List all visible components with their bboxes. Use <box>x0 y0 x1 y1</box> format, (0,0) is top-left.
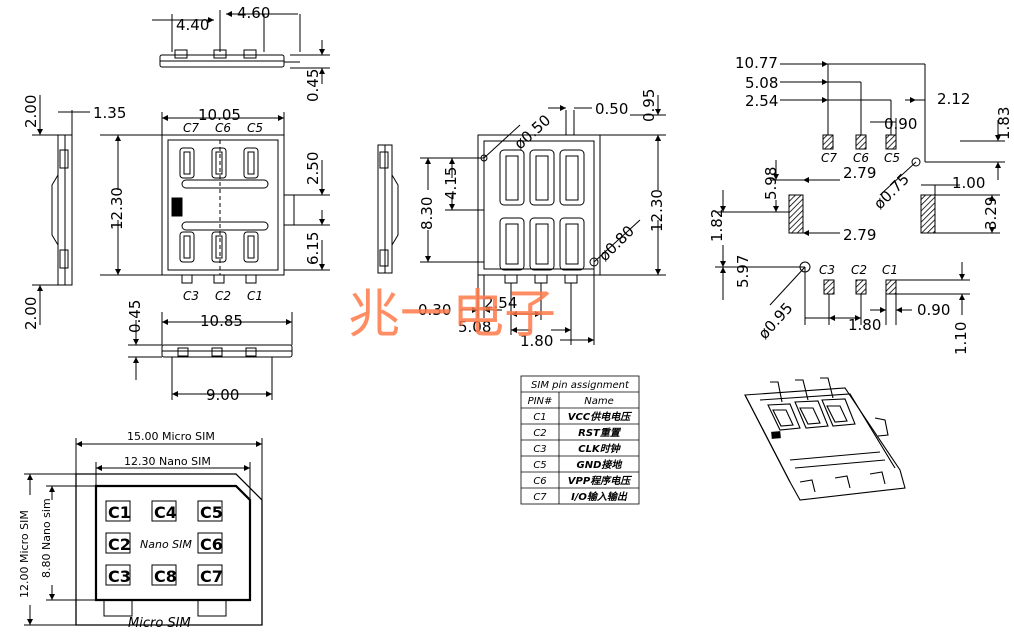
pin-label-c2: C2 <box>215 289 231 303</box>
pin-table-cell: C1 <box>533 412 546 423</box>
sim-contact-c8: C8 <box>154 567 177 586</box>
dim-4-40: 4.40 <box>176 16 209 34</box>
sim-contact-c6: C6 <box>200 535 223 554</box>
pin-table-header-pin: PIN# <box>528 396 553 407</box>
fp-dim-1-00: 1.00 <box>952 174 985 192</box>
dim-2-00-bot: 2.00 <box>22 297 40 330</box>
pin-table-title: SIM pin assignment <box>531 380 630 391</box>
pin-table <box>520 375 640 505</box>
sim-contact-c1: C1 <box>108 503 131 522</box>
dim-4-60: 4.60 <box>237 4 270 22</box>
fp-pin-c7: C7 <box>821 151 837 165</box>
fp-dim-1-83: 1.83 <box>995 107 1013 140</box>
sim-card-drawing <box>24 438 263 626</box>
pin-label-c6: C6 <box>215 121 231 135</box>
dim-2-50: 2.50 <box>304 152 322 185</box>
pin-table-cell: C6 <box>533 476 546 487</box>
dim-6-15: 6.15 <box>304 232 322 265</box>
fp-dim-5-08: 5.08 <box>745 74 778 92</box>
dim-9-00: 9.00 <box>206 386 239 404</box>
fp-dim-5-98: 5.98 <box>762 167 780 200</box>
dim-0-50: 0.50 <box>595 100 628 118</box>
pin-table-rows: C1 VCC供电电压 C2 RST重置 C3 CLK时钟 C5 GND接地 C6… <box>533 411 632 503</box>
center-side-view <box>377 144 399 274</box>
sim-dim-nano-height: 8.80 Nano sim <box>40 498 53 578</box>
fp-pin-c6: C6 <box>853 151 869 165</box>
dim-10-85: 10.85 <box>200 312 243 330</box>
center-main-view <box>420 95 666 345</box>
fp-dim-2-12: 2.12 <box>937 90 970 108</box>
top-side-view <box>152 10 330 84</box>
dim-dia-0-80: ø0.80 <box>595 222 638 265</box>
dim-0-95: 0.95 <box>640 89 658 122</box>
pin-table-cell: VCC供电电压 <box>568 411 632 423</box>
pin-label-c5: C5 <box>247 121 263 135</box>
watermark-text: 兆一电子 <box>348 285 556 345</box>
fp-dim-1-82: 1.82 <box>708 209 726 242</box>
sim-dim-micro-height: 12.00 Micro SIM <box>18 510 31 598</box>
pin-table-cell: RST重置 <box>578 427 622 439</box>
sim-dim-micro-width: 15.00 Micro SIM <box>127 430 215 443</box>
fp-dim-0-90-bot: 0.90 <box>917 301 950 319</box>
pin-table-cell: I/O输入输出 <box>571 491 628 503</box>
dim-8-30: 8.30 <box>418 197 436 230</box>
dim-5-08-center: 5.08 <box>458 318 491 336</box>
sim-marking: SIM <box>173 197 182 214</box>
pcb-footprint <box>715 61 1005 325</box>
fp-dim-dia-0-75: ø0.75 <box>870 170 913 213</box>
dim-12-30-right: 12.30 <box>648 189 666 232</box>
pin-table-cell: CLK时钟 <box>578 443 621 455</box>
fp-dim-5-97: 5.97 <box>734 255 752 288</box>
dim-10-05: 10.05 <box>198 106 241 124</box>
fp-pin-c2: C2 <box>851 263 867 277</box>
fp-pin-c3: C3 <box>819 263 835 277</box>
fp-dim-2-79-bot: 2.79 <box>843 226 876 244</box>
dim-1-35: 1.35 <box>93 104 126 122</box>
fp-dim-10-77: 10.77 <box>735 54 778 72</box>
pin-table-cell: C7 <box>533 492 547 503</box>
pin-table-cell: C5 <box>533 460 546 471</box>
sim-nano-label: Nano SIM <box>140 538 192 551</box>
isometric-view <box>744 377 906 501</box>
fp-dim-1-80: 1.80 <box>848 316 881 334</box>
pin-table-header-name: Name <box>584 396 614 407</box>
sim-contact-c5: C5 <box>200 503 223 522</box>
dim-1-80-center: 1.80 <box>520 332 553 350</box>
fp-dim-dia-0-95: ø0.95 <box>755 299 797 343</box>
dim-12-30-left: 12.30 <box>108 187 126 230</box>
sim-dim-nano-width: 12.30 Nano SIM <box>124 455 211 468</box>
pin-label-c7: C7 <box>183 121 199 135</box>
sim-contact-c3: C3 <box>108 567 131 586</box>
pin-table-cell: C2 <box>533 428 546 439</box>
dim-2-00-top: 2.00 <box>22 95 40 128</box>
fp-dim-0-90-top: 0.90 <box>884 115 917 133</box>
pin-table-cell: C3 <box>533 444 546 455</box>
left-side-view <box>32 95 90 325</box>
sim-contact-c7: C7 <box>200 567 223 586</box>
fp-dim-2-79-top: 2.79 <box>843 164 876 182</box>
pin-label-c1: C1 <box>247 289 263 303</box>
fp-dim-1-10: 1.10 <box>952 322 970 355</box>
fp-pin-c5: C5 <box>884 151 900 165</box>
fp-pin-c1: C1 <box>882 263 898 277</box>
sim-contact-c4: C4 <box>154 503 177 522</box>
sim-micro-label: Micro SIM <box>128 616 191 631</box>
pin-table-cell: GND接地 <box>577 459 624 471</box>
dim-0-45-bottom: 0.45 <box>126 300 144 333</box>
main-top-view <box>100 112 330 284</box>
fp-dim-2-54: 2.54 <box>745 92 778 110</box>
dim-0-30: 0.30 <box>418 301 451 319</box>
dim-0-45-top: 0.45 <box>304 69 322 102</box>
dim-2-54-center: 2.54 <box>484 294 517 312</box>
pin-label-c3: C3 <box>183 289 199 303</box>
dim-4-15: 4.15 <box>442 167 460 200</box>
pin-table-cell: VPP程序电压 <box>568 475 632 487</box>
bottom-side-view <box>128 312 293 400</box>
sim-contact-c2: C2 <box>108 535 131 554</box>
fp-dim-3-29: 3.29 <box>982 197 1000 230</box>
dim-dia-0-50: ø0.50 <box>511 111 555 153</box>
